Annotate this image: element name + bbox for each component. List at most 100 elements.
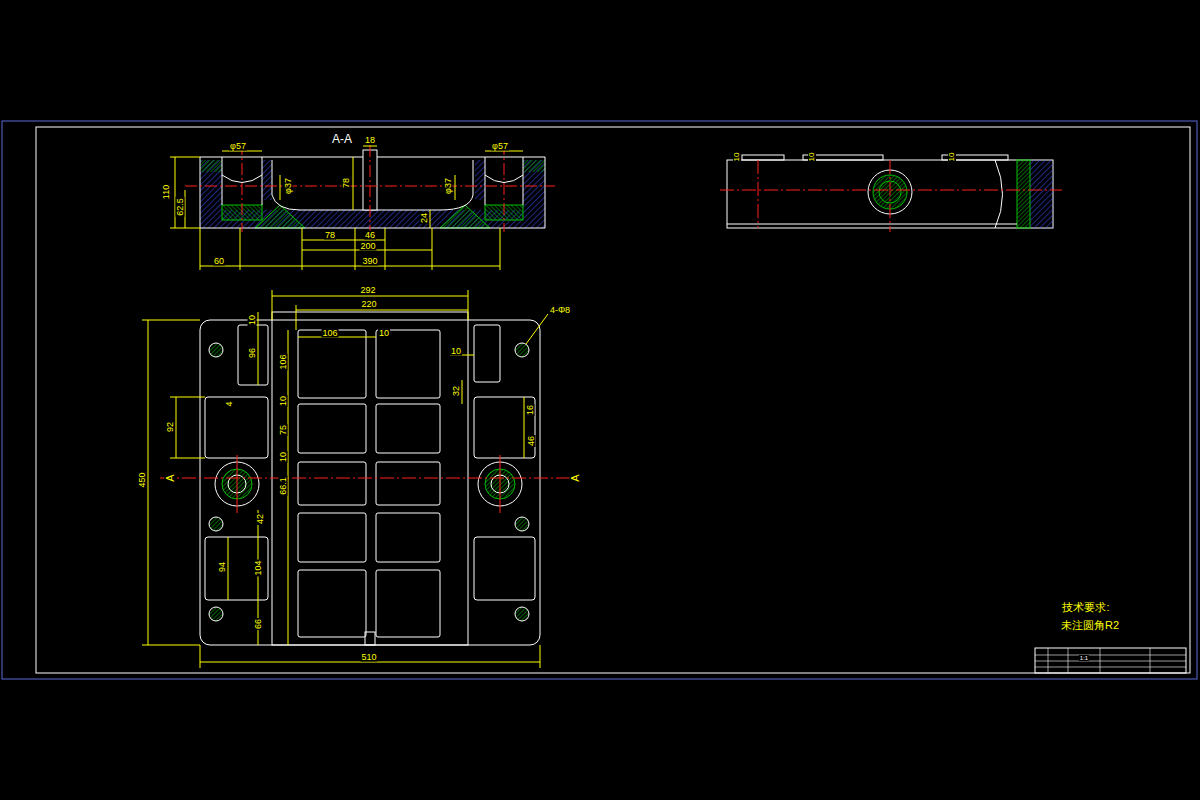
center-line <box>890 160 891 232</box>
dimension-line <box>175 157 176 228</box>
table-line <box>1068 648 1069 673</box>
dimension-text: 106 <box>279 353 288 370</box>
title-block <box>1035 648 1186 673</box>
dimension-text: 10 <box>248 314 257 326</box>
dimension-line <box>296 310 468 311</box>
pocket <box>376 570 440 637</box>
dimension-text: 10 <box>450 347 462 356</box>
extension-line <box>170 458 205 459</box>
extension-line <box>468 290 469 320</box>
bore-line <box>262 157 263 205</box>
dimension-text: 18 <box>364 136 376 145</box>
dimension-line <box>485 151 523 152</box>
dimension-line <box>148 320 149 645</box>
dimension-text: 94 <box>218 561 227 573</box>
table-line <box>1035 661 1186 662</box>
extension-line <box>170 397 205 398</box>
pocket <box>474 537 535 600</box>
dimension-text: 技术要求: <box>1061 602 1110 613</box>
dimension-line <box>280 175 281 200</box>
table-line <box>1035 655 1186 656</box>
outer-border <box>2 121 1197 679</box>
dimension-text: 42 <box>256 513 265 525</box>
dimension-text: 92 <box>166 421 175 433</box>
inner-frame <box>36 127 1190 673</box>
bore-line <box>222 157 223 205</box>
dimension-text: 110 <box>162 184 171 200</box>
pocket <box>298 570 366 637</box>
dimension-text: 10 <box>279 451 288 463</box>
dimension-line <box>430 210 431 228</box>
dimension-text: 78 <box>324 231 336 240</box>
dimension-text: A <box>570 473 581 482</box>
dimension-text: 46 <box>527 435 536 447</box>
extension-line <box>355 228 356 270</box>
extension-line <box>540 645 541 668</box>
section-hatch <box>475 160 485 200</box>
dimension-line <box>288 330 289 645</box>
dimension-text: 66.1 <box>279 476 288 496</box>
dimension-text: 10 <box>733 152 741 163</box>
dimension-line <box>353 157 354 210</box>
pocket <box>205 397 268 458</box>
dimension-line <box>302 240 385 241</box>
center-line <box>758 160 759 228</box>
extension-line <box>385 228 386 270</box>
center-line <box>500 455 501 513</box>
dimension-line <box>228 537 229 600</box>
extension-line <box>240 228 241 270</box>
screw-hole <box>209 607 223 621</box>
dimension-text: 10 <box>279 395 288 407</box>
pocket <box>376 404 440 453</box>
dimension-text: 390 <box>361 257 378 266</box>
extension-line <box>200 228 201 270</box>
extension-line <box>142 320 200 321</box>
dimension-text: 104 <box>254 559 263 576</box>
dimension-line <box>222 151 262 152</box>
screw-hole <box>515 607 529 621</box>
dimension-text: 1:1 <box>1079 655 1089 661</box>
dimension-line <box>455 175 456 200</box>
center-line <box>720 190 1062 191</box>
notch <box>365 632 375 645</box>
leader-line <box>526 314 548 344</box>
dimension-line <box>200 662 540 663</box>
plate-outline <box>200 320 540 645</box>
section-hatch-green <box>200 160 222 172</box>
pocket <box>298 462 366 505</box>
side-line <box>727 224 1017 225</box>
rib-section <box>440 205 490 228</box>
extension-line <box>500 228 501 270</box>
pocket <box>376 462 440 505</box>
section-hatch <box>200 160 222 210</box>
dimension-text: φ57 <box>229 142 247 151</box>
dimension-text: 106 <box>321 329 338 338</box>
screw-hole <box>209 517 223 531</box>
dimension-text: φ37 <box>284 177 293 195</box>
center-line <box>370 145 371 232</box>
dimension-line <box>176 397 177 458</box>
dimension-text: 78 <box>342 177 351 189</box>
side-hatch <box>1030 160 1053 228</box>
dimension-text: A-A <box>331 133 353 145</box>
dimension-text: 292 <box>359 286 376 295</box>
pocket <box>298 513 366 562</box>
pocket <box>474 325 500 382</box>
bore-line <box>523 157 524 205</box>
center-line <box>242 143 243 232</box>
pocket <box>376 513 440 562</box>
dimension-text: 24 <box>420 212 429 224</box>
dimension-text: 60 <box>213 257 225 266</box>
dimension-line <box>363 146 377 147</box>
dimension-text: 200 <box>359 242 376 251</box>
dimension-text: φ57 <box>491 142 509 151</box>
table-line <box>1048 648 1049 673</box>
extension-line <box>296 305 297 330</box>
screw-hole <box>515 517 529 531</box>
dimension-text: 75 <box>279 424 288 436</box>
extension-line <box>272 290 273 320</box>
dimension-line <box>185 190 186 228</box>
dimension-line <box>272 296 468 297</box>
